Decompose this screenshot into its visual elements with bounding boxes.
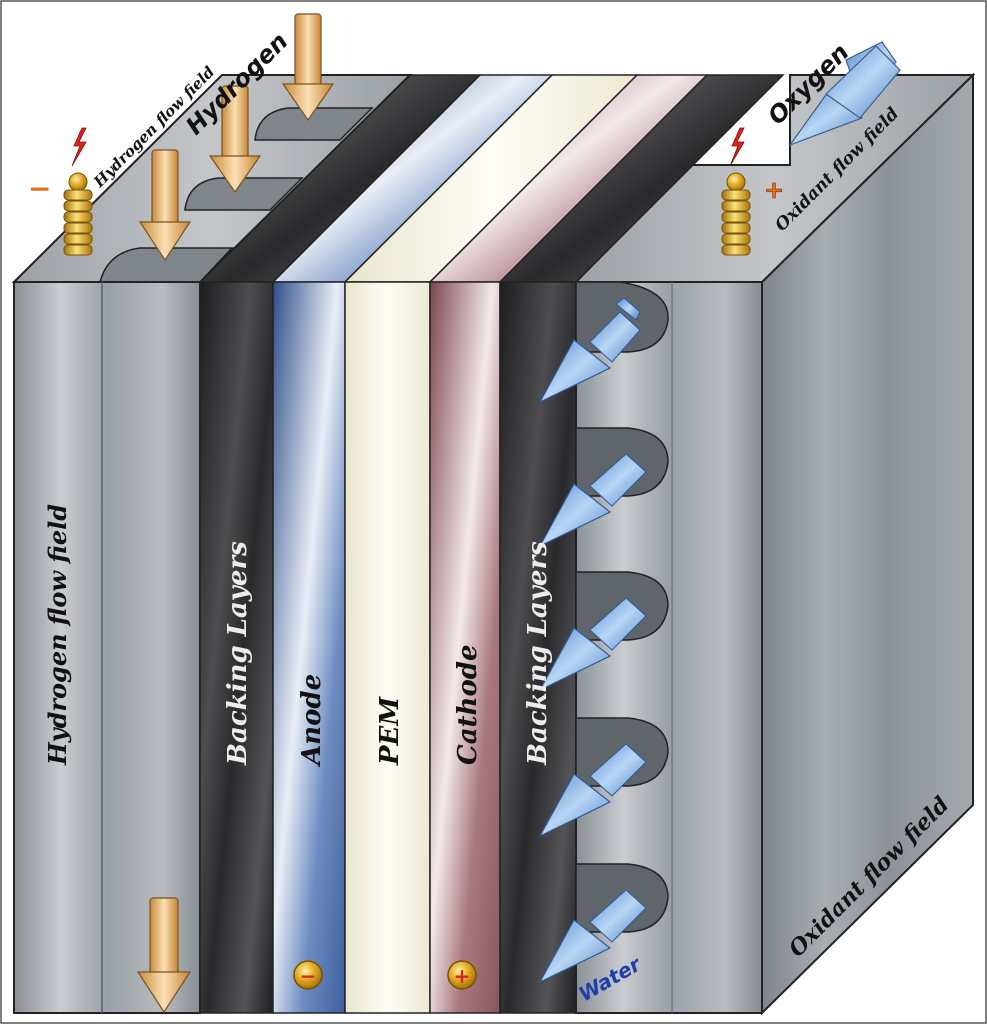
label-cathode: Cathode [453, 644, 483, 765]
water-arrows [538, 297, 647, 984]
water-arrow-1 [538, 297, 641, 404]
water-arrow-2 [538, 453, 647, 548]
hydrogen-arrow-3 [138, 149, 192, 262]
positive-sign: + [764, 176, 784, 204]
hydrogen-plate-front [13, 281, 201, 1014]
water-arrow-4 [538, 743, 647, 838]
hydrogen-groove-1 [254, 107, 374, 141]
lightning-icon [71, 127, 87, 167]
anode-front [272, 281, 346, 1014]
hydrogen-arrow-1 [281, 13, 335, 122]
cathode-polarity-badge: + [447, 960, 477, 990]
hydrogen-groove-2 [184, 177, 304, 211]
hydrogen-arrow-2 [208, 85, 262, 194]
oxygen-arrow [788, 41, 901, 147]
label-backing-layers-left: Backing Layers [223, 541, 253, 766]
water-arrow-5 [538, 889, 647, 984]
anode-polarity-badge: − [293, 960, 323, 990]
label-pem: PEM [375, 696, 405, 766]
svg-text:−: − [300, 964, 317, 988]
lightning-icon [729, 127, 745, 167]
hydrogen-arrow-outlet [136, 897, 192, 1014]
label-backing-layers-right: Backing Layers [523, 541, 553, 766]
svg-text:+: + [454, 964, 471, 988]
pem-front [344, 281, 431, 1014]
label-hydrogen-flow-field-front: Hydrogen flow field [43, 504, 72, 766]
terminal-stud-icon [63, 172, 93, 256]
terminal-stud-icon [721, 172, 751, 256]
hydrogen-groove-3 [99, 247, 234, 283]
negative-sign: − [28, 172, 51, 205]
water-arrow-3 [538, 597, 647, 692]
label-anode: Anode [297, 674, 327, 768]
